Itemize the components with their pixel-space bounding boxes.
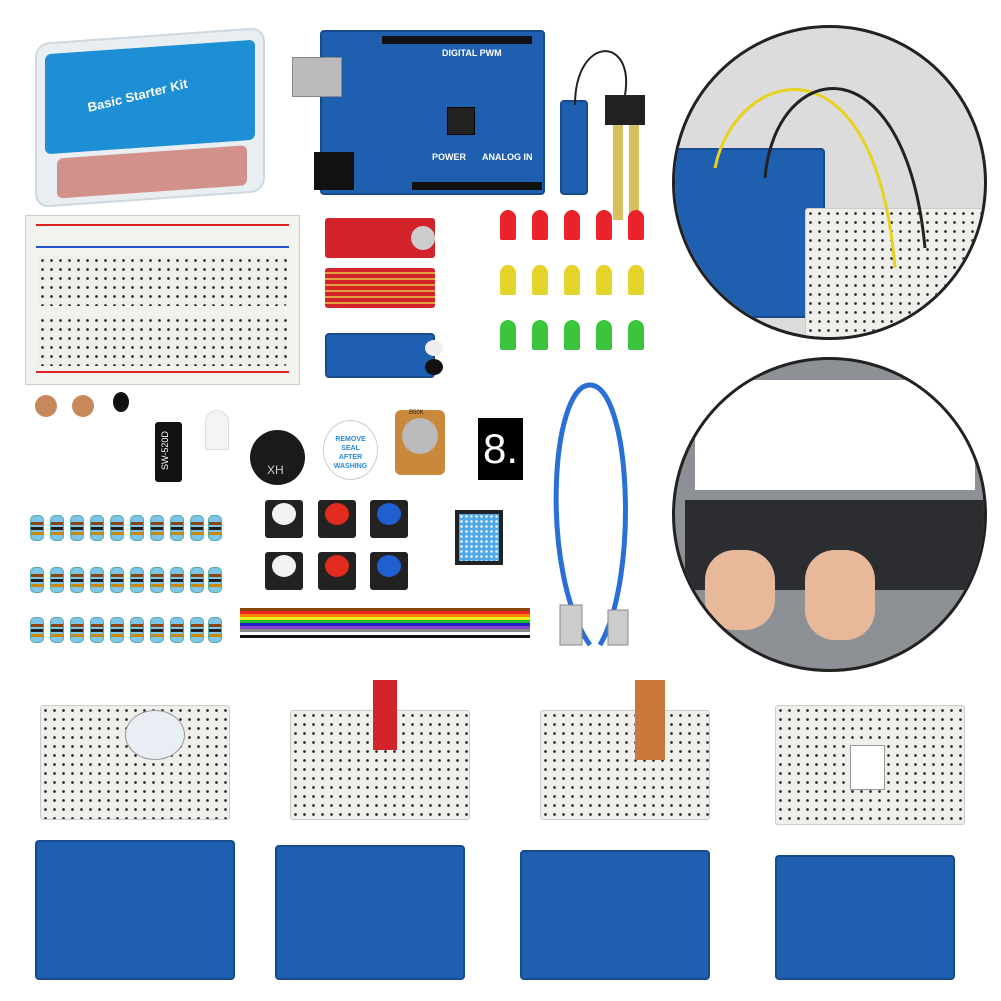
diagram-sound-sensor [275,680,475,980]
led-red [564,210,580,240]
starter-kit-box: Basic Starter Kit [35,26,265,209]
push-button-blue [370,500,408,538]
led-yellow [628,265,644,295]
led-yellow [532,265,548,295]
seven-segment-display: 8. [478,418,523,480]
power-label: POWER [432,152,467,162]
photo-wiring-closeup [672,25,987,340]
led-grid [500,210,650,360]
led-yellow [500,265,516,295]
led-green [596,320,612,350]
jumper-wires [240,608,530,638]
usb-cable [553,382,629,647]
analog-label: ANALOG IN [482,152,533,162]
soil-moisture-sensor [555,35,655,220]
led-green [564,320,580,350]
diagram-seven-segment [770,705,970,980]
tilt-switch: SW-520D [155,422,182,482]
photo-laptop-typing [672,357,987,672]
dht11-sensor [455,510,503,565]
led-red [532,210,548,240]
ir-sensor-module [325,333,443,378]
thermistor [113,392,129,412]
usb-port [292,57,342,97]
diagram-buzzer [35,705,235,980]
push-button-blue [370,552,408,590]
diagram-water-sensor [520,680,730,980]
led-green [628,320,644,350]
led-red [500,210,516,240]
breadboard [25,215,300,385]
dc-jack [314,152,354,190]
led-green [500,320,516,350]
sound-sensor-module [325,218,435,258]
rgb-led [205,410,229,450]
potentiometer: B50K [395,410,445,475]
passive-buzzer: REMOVE SEAL AFTER WASHING [323,420,378,480]
push-button-red [318,552,356,590]
led-red [628,210,644,240]
active-buzzer: XH [250,430,305,485]
resistor-set [30,515,222,645]
led-green [532,320,548,350]
push-button-red [318,500,356,538]
microcontroller-chip [447,107,475,135]
push-button-white [265,500,303,538]
digital-label: DIGITAL PWM [442,48,502,58]
arduino-uno-board: DIGITAL PWM POWER ANALOG IN [292,30,545,195]
led-red [596,210,612,240]
push-button-white [265,552,303,590]
photoresistor [72,395,94,417]
led-yellow [596,265,612,295]
photoresistor [35,395,57,417]
water-level-sensor [325,268,435,308]
led-yellow [564,265,580,295]
